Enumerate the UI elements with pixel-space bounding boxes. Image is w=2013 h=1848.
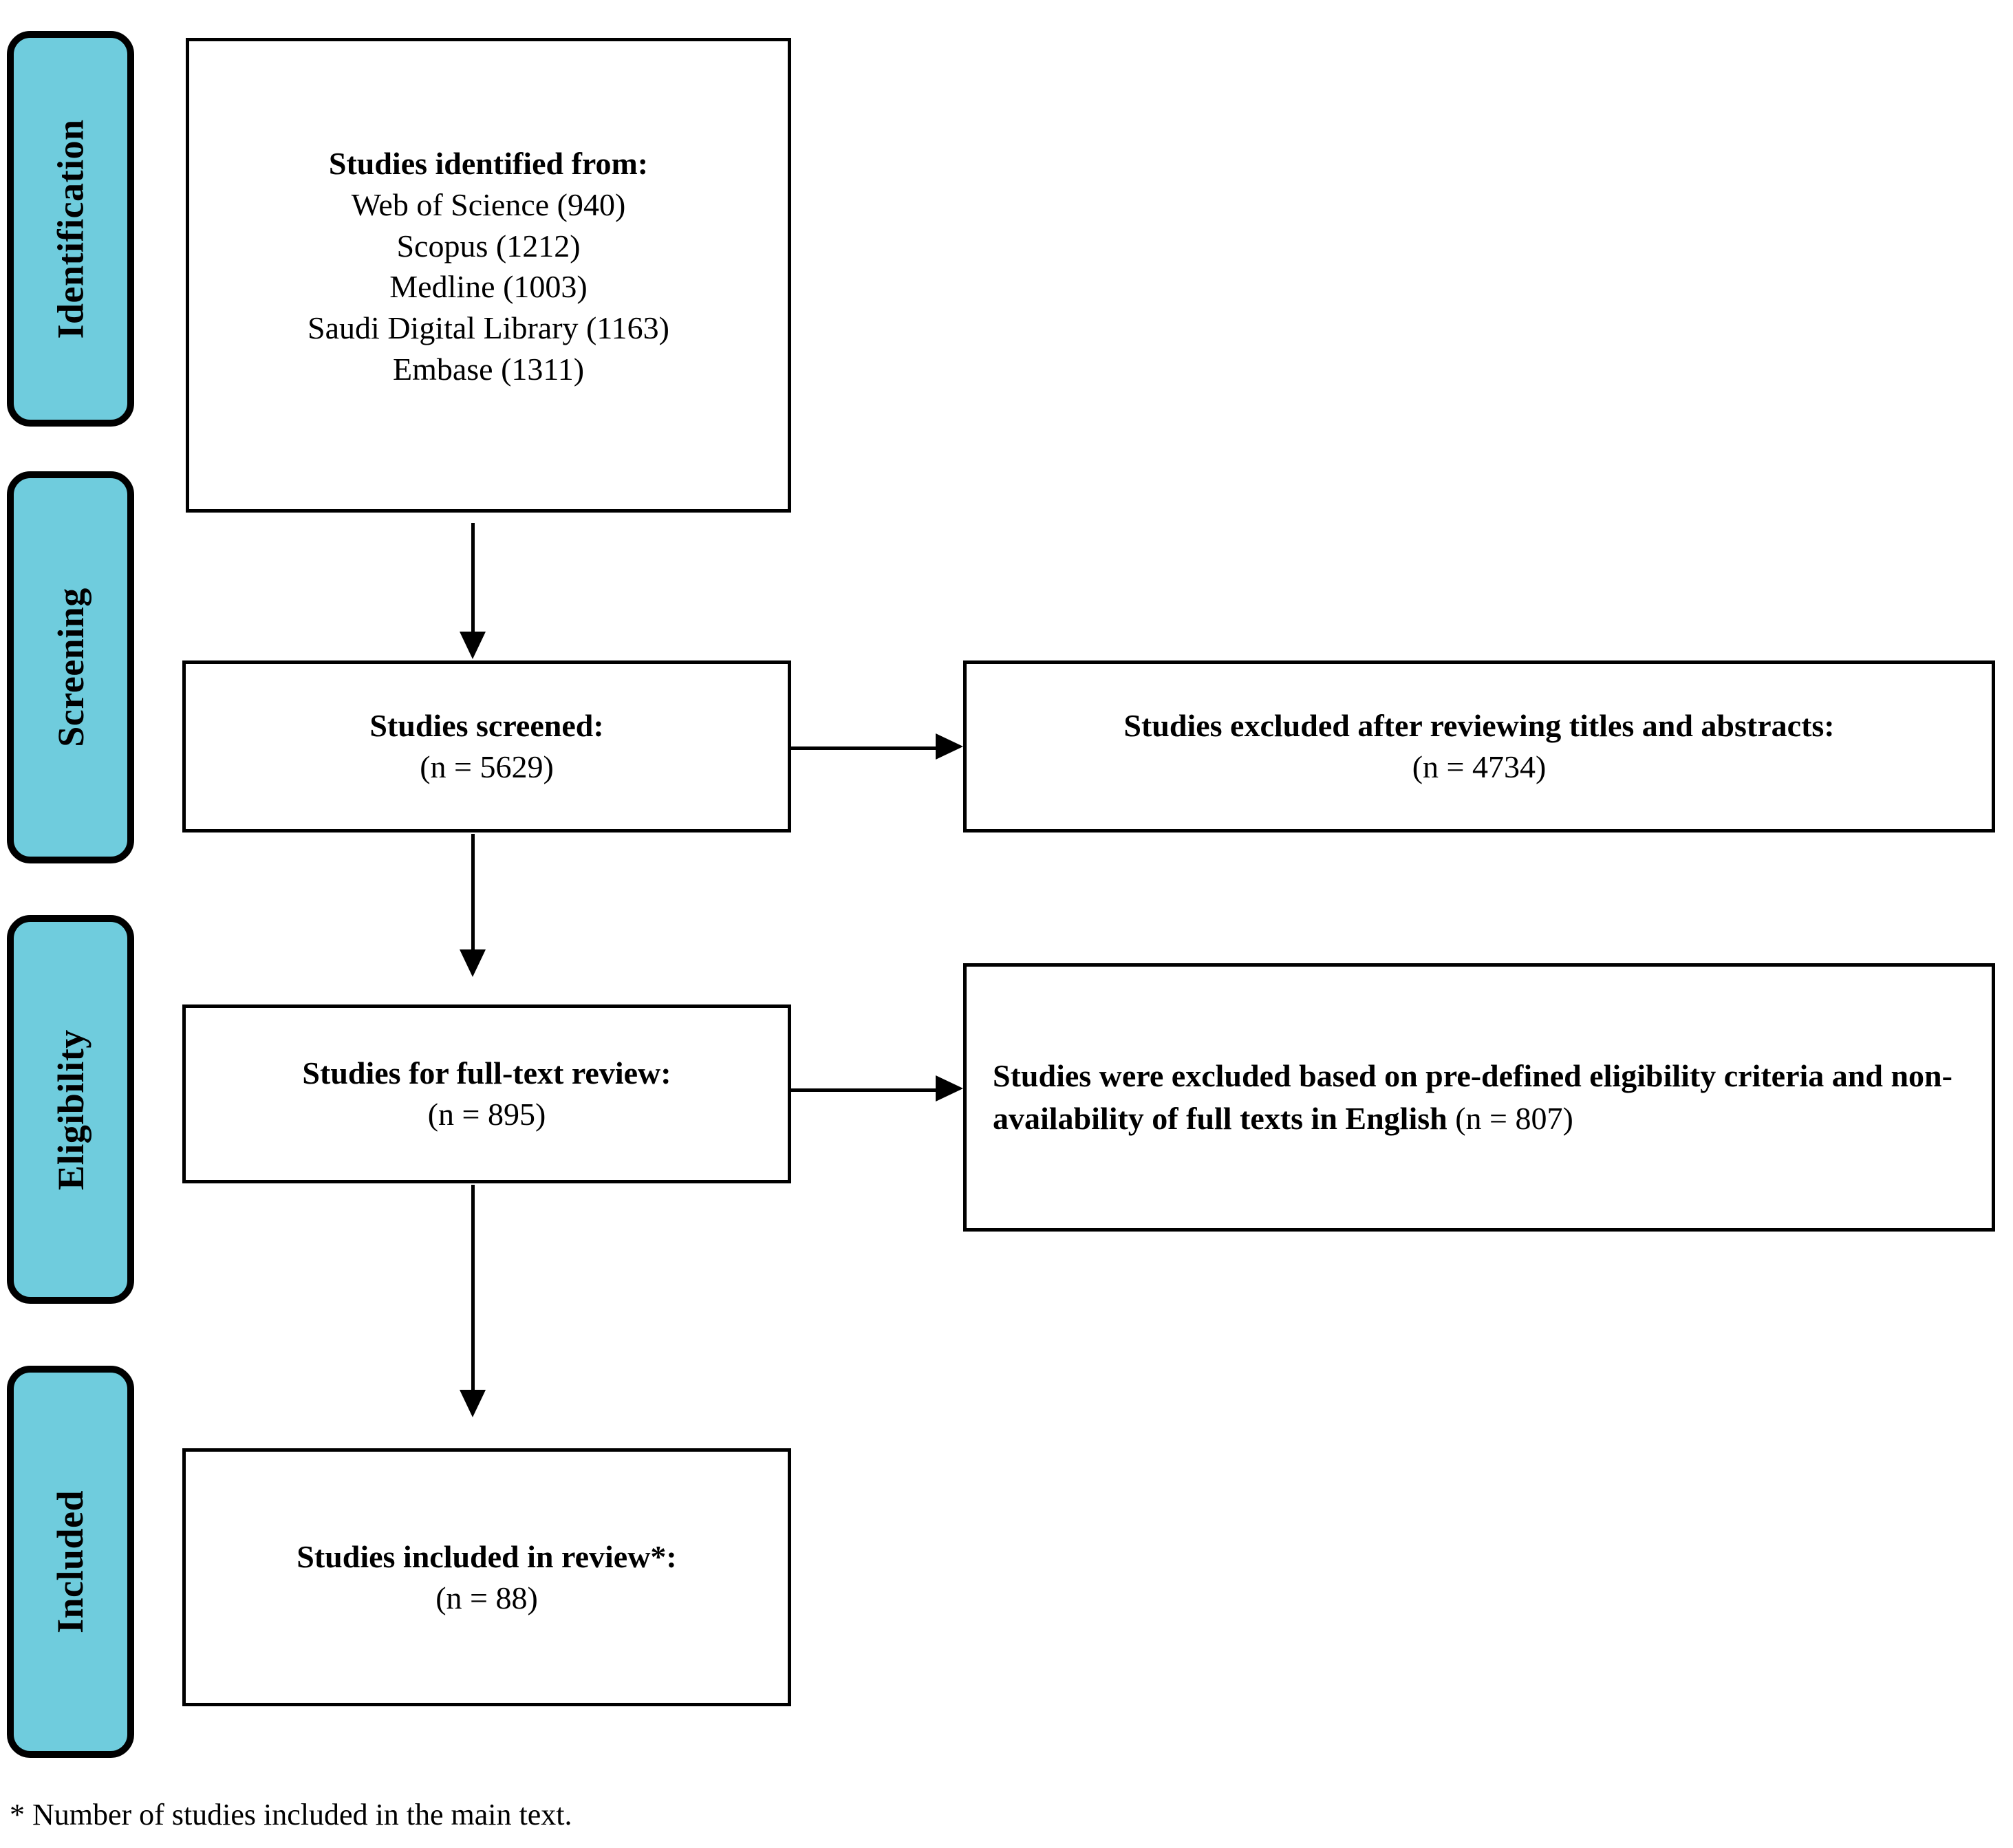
box-studies-excluded-eligibility: Studies were excluded based on pre-defin… <box>963 963 1995 1232</box>
stage-tab-screening: Screening <box>7 471 134 863</box>
arrow-screened-to-fulltext-head <box>460 949 486 977</box>
stage-tab-included: Included <box>7 1366 134 1758</box>
stage-tab-eligibility: Eligibility <box>7 915 134 1304</box>
excluded-eligibility-language: English <box>1345 1101 1447 1136</box>
arrow-identified-to-screened-stem <box>471 523 475 633</box>
box-studies-excluded-titles-abstracts: Studies excluded after reviewing titles … <box>963 660 1995 832</box>
studies-screened-count: (n = 5629) <box>420 749 554 784</box>
box-studies-identified: Studies identified from: Web of Science … <box>186 38 791 513</box>
excluded-eligibility-count: (n = 807) <box>1447 1101 1573 1136</box>
source-scopus: Scopus (1212) <box>396 228 581 264</box>
box-studies-screened: Studies screened: (n = 5629) <box>182 660 791 832</box>
source-medline: Medline (1003) <box>389 269 588 305</box>
arrow-screened-to-excluded-stem <box>791 746 937 750</box>
box-studies-included: Studies included in review*: (n = 88) <box>182 1448 791 1706</box>
stage-tab-identification-label: Identification <box>50 118 92 339</box>
stage-tab-included-label: Included <box>50 1490 92 1634</box>
excluded-titles-abstracts-heading: Studies excluded after reviewing titles … <box>1123 708 1835 744</box>
studies-identified-heading: Studies identified from: <box>328 146 649 181</box>
stage-tab-eligibility-label: Eligibility <box>50 1029 92 1190</box>
source-web-of-science: Web of Science (940) <box>351 186 626 222</box>
arrow-fulltext-to-excluded-head <box>936 1075 963 1102</box>
source-embase: Embase (1311) <box>392 351 585 387</box>
arrow-fulltext-to-excluded-stem <box>791 1088 937 1092</box>
footnote-text: * Number of studies included in the main… <box>10 1798 572 1831</box>
excluded-eligibility-main: Studies were excluded based on pre-defin… <box>993 1058 1952 1136</box>
arrow-screened-to-excluded-head <box>936 733 963 760</box>
stage-tab-identification: Identification <box>7 31 134 427</box>
excluded-eligibility-text: Studies were excluded based on pre-defin… <box>967 1055 1992 1139</box>
arrow-fulltext-to-included-head <box>460 1390 486 1417</box>
box-studies-full-text-review: Studies for full-text review: (n = 895) <box>182 1004 791 1183</box>
arrow-screened-to-fulltext-stem <box>471 834 475 951</box>
studies-included-heading: Studies included in review*: <box>297 1538 677 1574</box>
arrow-fulltext-to-included-stem <box>471 1185 475 1391</box>
excluded-titles-abstracts-count: (n = 4734) <box>1412 749 1547 784</box>
full-text-review-heading: Studies for full-text review: <box>302 1055 671 1091</box>
source-saudi-digital-library: Saudi Digital Library (1163) <box>308 310 669 346</box>
arrow-identified-to-screened-head <box>460 632 486 659</box>
full-text-review-count: (n = 895) <box>427 1097 546 1132</box>
studies-included-count: (n = 88) <box>435 1580 538 1615</box>
studies-screened-heading: Studies screened: <box>369 708 604 744</box>
stage-tab-screening-label: Screening <box>50 588 92 747</box>
